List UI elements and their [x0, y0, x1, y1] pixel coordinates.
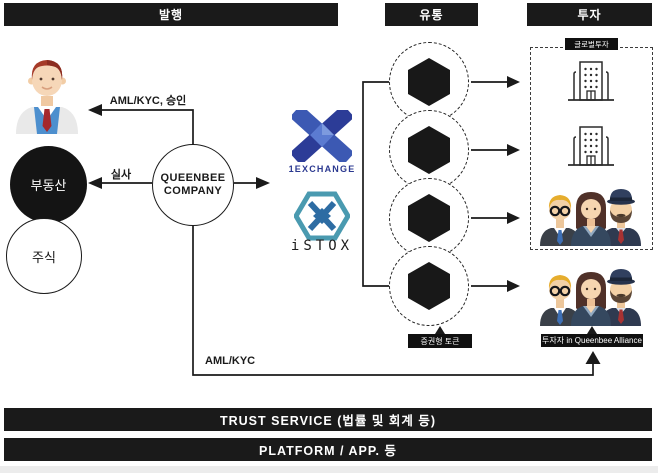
hexagon-token-icon [408, 194, 450, 242]
header-bar-issuance: 발행 [4, 3, 338, 26]
arrowhead-token3 [507, 212, 520, 224]
bottom-strip [0, 466, 658, 473]
real-estate-label: 부동산 [30, 178, 67, 193]
bracket-exchange-to-tokens [362, 81, 390, 287]
stock-label: 주식 [32, 249, 56, 265]
arrowhead-right-to-exchange [256, 177, 270, 189]
business-person-icon [14, 52, 80, 134]
investor-group-icon [538, 184, 644, 246]
office-building-icon [566, 60, 616, 106]
hexagon-token-icon [408, 126, 450, 174]
arrowhead-token2 [507, 144, 520, 156]
global-investor-tag: 글로벌투자 [565, 38, 618, 50]
company-name-line1: QUEENBEE [160, 171, 226, 184]
token-circle-4 [389, 246, 469, 326]
header-investment-label: 투자 [577, 8, 602, 22]
arrowhead-token1 [507, 76, 520, 88]
trust-service-label: TRUST SERVICE (법률 및 회계 등) [219, 414, 436, 428]
hexagon-token-icon [408, 58, 450, 106]
header-issuance-label: 발행 [158, 8, 184, 22]
real-estate-circle: 부동산 [10, 146, 87, 223]
label-aml-kyc-approval: AML/KYC, 승인 [109, 95, 187, 107]
header-bar-investment: 투자 [527, 3, 652, 26]
footer-bar-platform: PLATFORM / APP. 등 [4, 438, 652, 461]
exchange1-name: 1EXCHANGE [288, 164, 356, 174]
alliance-investor-tag: 투자자 in Queenbee Alliance [541, 334, 643, 347]
security-token-tag: 증권형 토큰 [408, 334, 472, 348]
token-circle-2 [389, 110, 469, 190]
investor-group-icon [538, 264, 644, 326]
company-name-line2: COMPANY [163, 185, 223, 197]
arrowhead-alliance-label [587, 326, 597, 334]
office-building-icon [566, 125, 616, 171]
x-cube-logo-icon [289, 104, 355, 166]
header-distribution-label: 유통 [419, 8, 444, 22]
arrowhead-token4 [507, 280, 520, 292]
arrowhead-token-label [435, 326, 445, 334]
label-due-diligence: 실사 [110, 169, 132, 181]
hexagon-token-icon [408, 262, 450, 310]
queenbee-company-circle: QUEENBEE COMPANY [152, 144, 234, 226]
line-aml-kyc-approval [96, 109, 194, 145]
exchange2-name: iSTOX [290, 238, 354, 254]
header-bar-distribution: 유통 [385, 3, 478, 26]
label-aml-kyc: AML/KYC [205, 355, 256, 367]
footer-bar-trust-service: TRUST SERVICE (법률 및 회계 등) [4, 408, 652, 431]
platform-label: PLATFORM / APP. 등 [259, 444, 397, 458]
hexagon-x-logo-icon [293, 191, 351, 241]
arrowhead-up-aml-kyc [585, 351, 601, 364]
arrowhead-left-due-diligence [88, 177, 102, 189]
stock-circle: 주식 [6, 218, 82, 294]
